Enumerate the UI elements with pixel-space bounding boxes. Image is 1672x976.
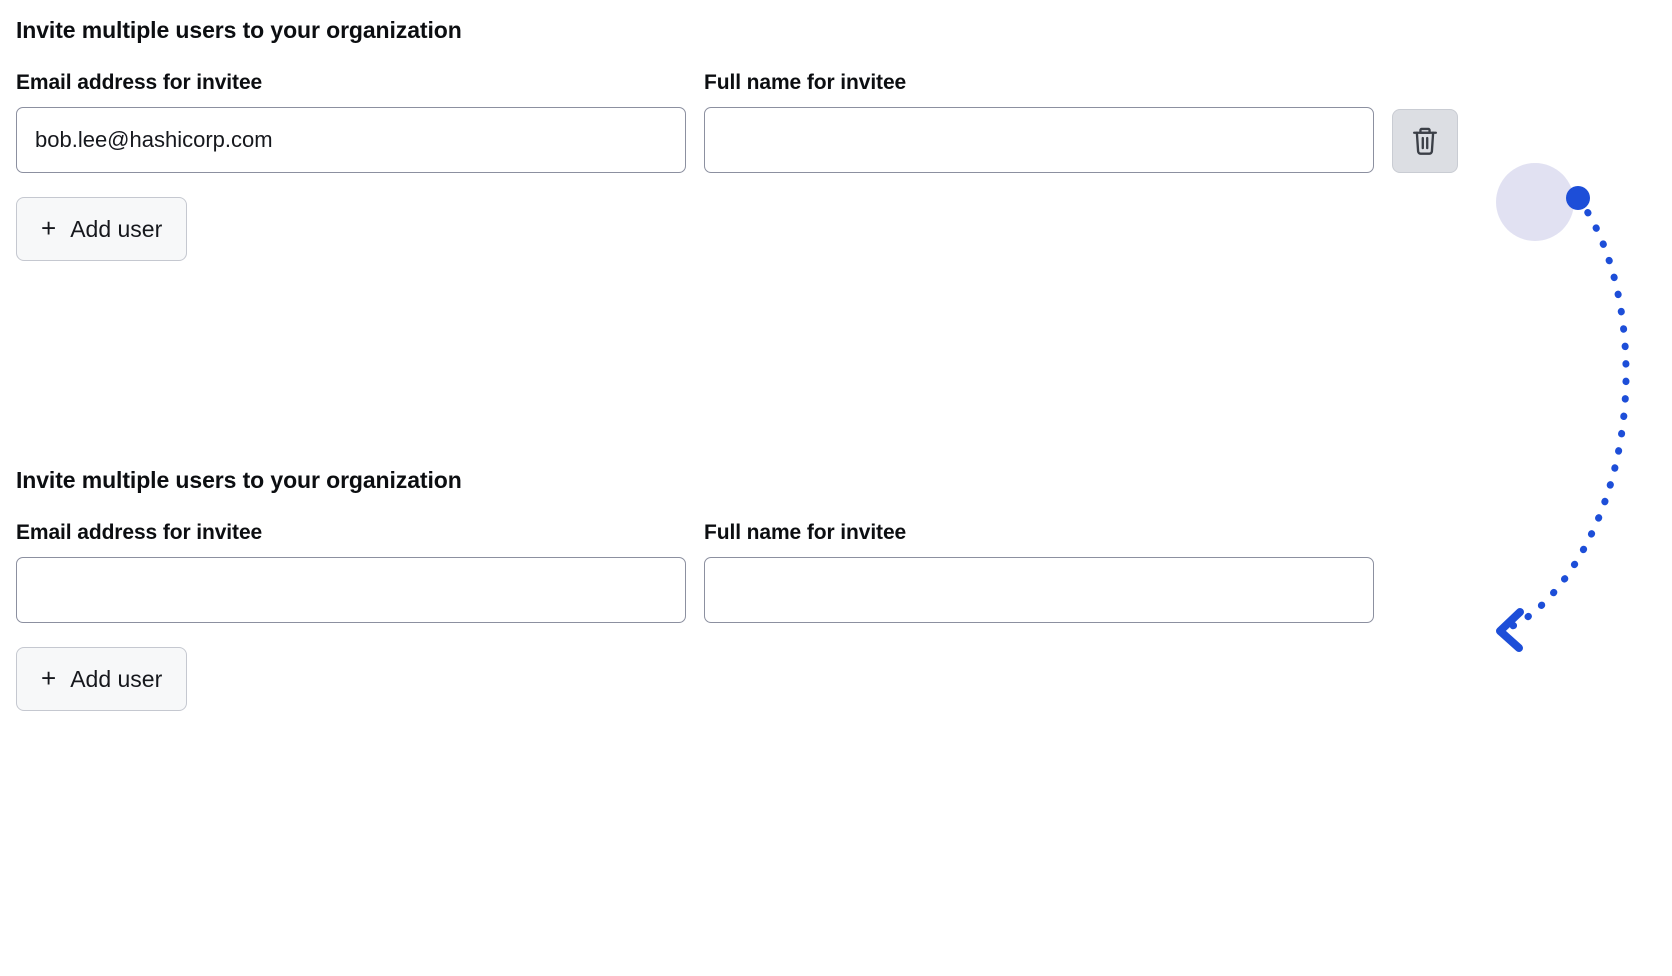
email-field-group-secondary: Email address for invitee <box>16 520 686 623</box>
plus-icon-secondary: + <box>41 663 57 693</box>
dotted-curved-arrow-path <box>1498 194 1630 634</box>
fullname-field-group-secondary: Full name for invitee <box>704 520 1374 623</box>
fullname-input[interactable] <box>704 107 1374 173</box>
invite-form-block-top: Invite multiple users to your organizati… <box>16 16 1458 261</box>
email-field-label: Email address for invitee <box>16 71 263 94</box>
hand-pointer-cursor <box>1521 176 1561 224</box>
annotation-start-dot <box>1566 186 1590 210</box>
add-user-button[interactable]: + Add user <box>16 197 188 261</box>
email-field-label-secondary: Email address for invitee <box>16 521 263 544</box>
invite-form-block-bottom: Invite multiple users to your organizati… <box>16 466 1374 711</box>
page-title-secondary: Invite multiple users to your organizati… <box>16 467 462 493</box>
email-field-group: Email address for invitee <box>16 70 686 173</box>
fields-row-secondary: Email address for invitee Full name for … <box>16 520 1374 623</box>
page-title: Invite multiple users to your organizati… <box>16 17 462 43</box>
arrowhead-icon <box>1496 608 1524 652</box>
add-user-button-label: Add user <box>70 215 163 242</box>
fullname-field-label: Full name for invitee <box>704 71 907 94</box>
add-user-button-label-secondary: Add user <box>70 665 163 692</box>
add-user-button-secondary[interactable]: + Add user <box>16 647 188 711</box>
email-input-secondary[interactable] <box>16 557 686 623</box>
trash-icon <box>1410 125 1440 157</box>
fullname-field-group: Full name for invitee <box>704 70 1374 173</box>
fullname-input-secondary[interactable] <box>704 557 1374 623</box>
delete-row-button[interactable] <box>1392 109 1458 173</box>
email-input[interactable] <box>16 107 686 173</box>
fields-row: Email address for invitee Full name for … <box>16 70 1458 173</box>
fullname-field-label-secondary: Full name for invitee <box>704 521 907 544</box>
page-root: Invite multiple users to your organizati… <box>16 16 1630 711</box>
plus-icon: + <box>41 213 57 243</box>
cursor-highlight-halo <box>1496 163 1574 241</box>
